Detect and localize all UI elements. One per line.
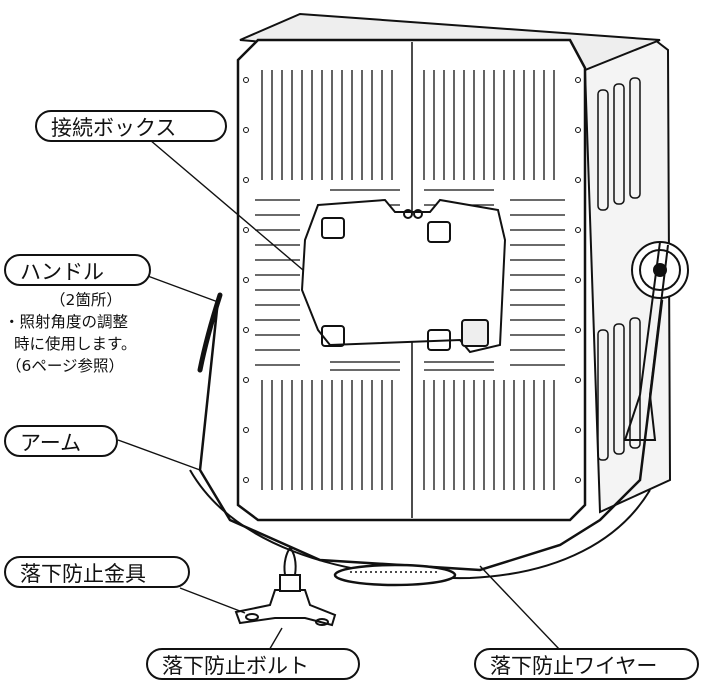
fin-slots bbox=[255, 70, 565, 490]
callout-arm: アーム bbox=[4, 425, 118, 457]
callout-junction-box: 接続ボックス bbox=[35, 110, 227, 142]
leader-lines bbox=[117, 139, 561, 653]
handle-note-line-1: ・照射角度の調整 bbox=[4, 313, 129, 331]
callout-fall-prevention-bolt: 落下防止ボルト bbox=[146, 648, 360, 680]
arm-yoke bbox=[189, 299, 664, 587]
handle-count: （2箇所） bbox=[50, 291, 122, 309]
side-slots bbox=[597, 77, 641, 461]
handle-note-line-2: 時に使用します。 bbox=[14, 335, 137, 353]
callout-handle: ハンドル bbox=[4, 254, 151, 286]
fall-prevention-bracket bbox=[234, 546, 337, 627]
handle-note-line-3: （6ページ参照） bbox=[6, 357, 125, 375]
angle-scale bbox=[623, 241, 689, 441]
callout-fall-prevention-wire: 落下防止ワイヤー bbox=[474, 648, 699, 680]
callout-fall-prevention-bracket: 落下防止金具 bbox=[4, 556, 190, 588]
junction-box bbox=[300, 198, 507, 354]
edge-holes bbox=[243, 77, 581, 483]
